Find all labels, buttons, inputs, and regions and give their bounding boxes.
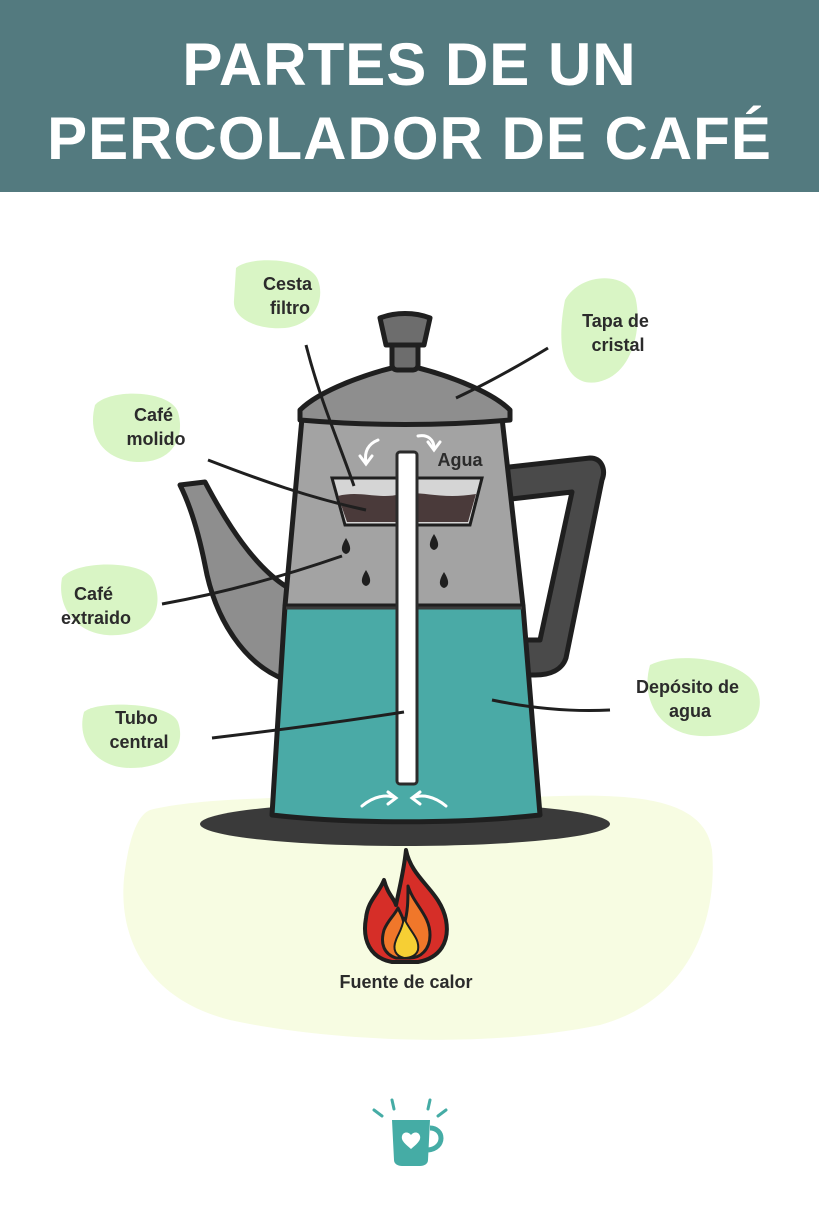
pot-spout [177,479,295,683]
label-deposito-agua-line-2: agua [669,701,712,721]
leader-line-tubo [211,710,405,740]
drop-icon [429,534,439,550]
label-blob-tubo [82,704,181,768]
label-tubo-central-line-2: central [109,732,168,752]
label-cesta-filtro-line-1: Cesta [263,274,313,294]
label-tapa-cristal-line-2: cristal [591,335,644,355]
label-blob-deposito [647,658,760,737]
label-tapa-cristal: Tapa de cristal [582,311,654,355]
curved-arrow-icon [364,438,380,464]
curved-arrow-icon [426,440,442,453]
label-deposito-agua-line-1: Depósito de [636,677,739,697]
label-tubo-central: Tubo central [109,708,168,752]
curved-arrow-icon [358,454,374,467]
label-blob-tapa [561,278,638,383]
leader-line-extraido [161,554,343,606]
leader-line-deposito [491,698,611,713]
label-blob-extraido [61,564,158,636]
drop-icon [341,538,351,554]
label-cafe-extraido-line-2: extraido [61,608,131,628]
page-title-line-2: PERCOLADOR DE CAFÉ [47,105,772,172]
label-fuente-calor: Fuente de calor [339,972,472,992]
label-cesta-filtro: Cesta filtro [263,274,317,318]
curved-arrow-icon [360,790,399,808]
label-cafe-extraido-line-1: Café [74,584,113,604]
leader-line-cesta [304,344,356,487]
label-tapa-cristal-line-1: Tapa de [582,311,649,331]
central-tube [395,450,419,786]
label-cafe-molido-line-2: molido [127,429,186,449]
label-cesta-filtro-line-2: filtro [270,298,310,318]
flame-icon [363,848,449,964]
label-tubo-central-line-1: Tubo [115,708,158,728]
lid-knob [377,311,433,348]
label-cafe-molido: Café molido [127,405,186,449]
drop-icon [361,570,371,586]
drop-icon [439,572,449,588]
label-blob-cesta [233,260,321,329]
curved-arrow-icon [409,790,448,808]
pot-lid [297,362,513,427]
label-deposito-agua: Depósito de agua [636,677,744,721]
leader-line-molido [207,458,367,512]
mug-heart-logo-icon [372,1098,448,1166]
label-agua: Agua [438,450,484,470]
leader-line-tapa [455,346,549,400]
page-title-line-1: PARTES DE UN [182,31,637,98]
label-blob-molido [92,393,181,462]
curved-arrow-icon [416,434,436,450]
label-cafe-molido-line-1: Café [134,405,173,425]
header-banner: PARTES DE UN PERCOLADOR DE CAFÉ [0,0,819,192]
label-cafe-extraido: Café extraido [61,584,131,628]
